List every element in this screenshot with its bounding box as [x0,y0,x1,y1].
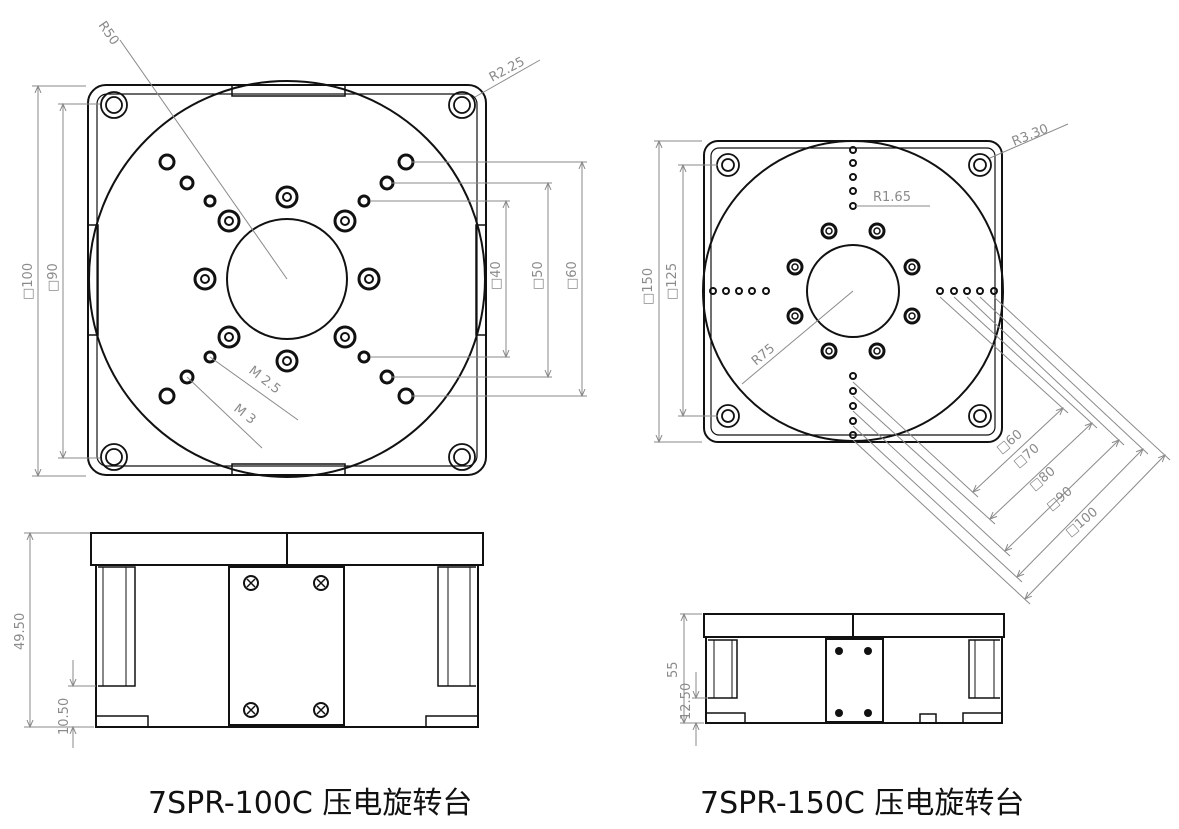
dim-right-r165: R1.65 [873,190,911,205]
caption-left-model: 7SPR-100C 压电旋转台 [148,786,473,821]
right-side-screws [835,647,872,717]
right-rotary-table [702,140,1004,442]
left-counterbore-holes [193,185,381,373]
right-top-dimension-labels: R3.30 R1.65 R75 □150 □125 □60 □70 □80 □9… [641,122,1101,540]
dim-right-height-total: 55 [666,661,681,678]
dim-left-sq40: □40 [489,261,504,290]
right-side-motor-cover [825,638,884,723]
right-side-view [703,613,1005,724]
dim-right-sq80: □80 [1027,464,1059,494]
left-top-dimensions [32,39,587,476]
dim-left-sq50: □50 [531,261,546,290]
dim-left-sq100: □100 [21,263,36,300]
dim-right-r75: R75 [749,341,778,369]
dim-right-sq125: □125 [665,263,680,300]
dim-left-r50: R50 [95,19,122,49]
dim-right-sq90: □90 [1044,484,1076,514]
dim-right-height-base: 12.50 [679,683,694,720]
right-side-dimensions [680,614,708,746]
left-side-view [90,532,484,728]
caption-right-model: 7SPR-150C 压电旋转台 [700,786,1025,821]
right-center-bore [806,244,900,338]
dim-right-sq150: □150 [641,268,656,305]
left-rotary-table [88,80,486,478]
left-corner-bolts [100,91,476,471]
right-top-view [702,140,1004,443]
left-base-inner [96,93,478,467]
dim-right-sq100: □100 [1063,505,1101,540]
dim-right-r330: R3.30 [1010,122,1051,150]
left-side-dimensions [24,533,96,748]
dim-left-sq90: □90 [46,263,61,292]
right-counterbore-holes [786,222,921,360]
left-side-body [95,564,479,728]
right-top-dimensions [654,123,1171,605]
left-top-dimension-labels: R50 R2.25 □100 □90 □40 □50 □60 M 2.5 M 3 [21,19,580,428]
dim-left-height-base: 10.50 [57,698,72,735]
left-side-motor-cover [228,566,345,726]
left-tapped-holes [158,153,415,405]
left-base-plate [87,84,487,476]
dim-left-sq60: □60 [565,261,580,290]
dim-left-height-total: 49.50 [13,613,28,650]
left-side-screws [243,575,329,718]
dim-left-r225: R2.25 [487,54,528,85]
right-side-body [705,636,1003,724]
right-corner-bolts [716,153,992,428]
right-small-holes [709,146,998,439]
right-side-connector [919,713,937,724]
left-center-bore [226,218,348,340]
left-top-view [87,80,487,478]
dim-left-m3: M 3 [231,401,259,427]
dim-left-m25: M 2.5 [246,363,284,397]
